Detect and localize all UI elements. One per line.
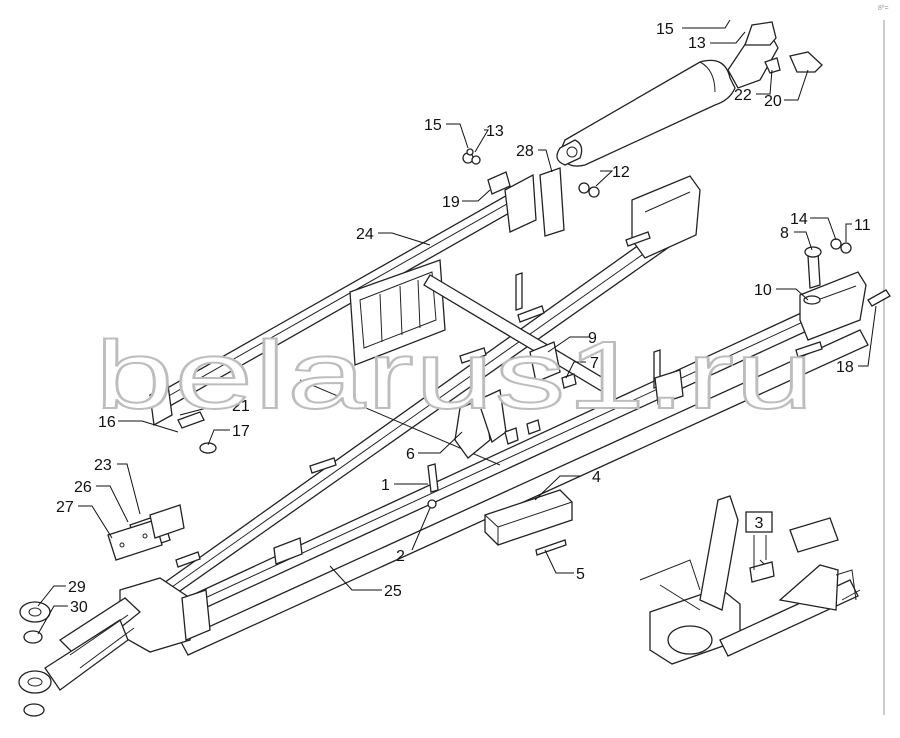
callout-17: 17 (232, 423, 250, 440)
callout-22: 22 (734, 87, 752, 104)
inset-detail: 3 (639, 495, 861, 665)
leader-lines (37, 19, 877, 635)
callout-20: 20 (764, 93, 782, 110)
callout-28: 28 (516, 143, 534, 160)
inset-label: 3 (755, 515, 764, 532)
loose-parts (19, 238, 891, 717)
callout-13-cylinder: 13 (688, 35, 706, 52)
callout-15-cylinder: 15 (656, 21, 674, 38)
callout-18: 18 (836, 359, 854, 376)
main-frame (18, 175, 869, 694)
callout-15-upper-rod: 15 (424, 117, 442, 134)
callout-26: 26 (74, 479, 92, 496)
watermark: belarus1.ru (95, 322, 815, 429)
callout-4: 4 (592, 469, 601, 486)
callout-21: 21 (232, 398, 250, 415)
callout-9: 9 (588, 330, 597, 347)
callout-23: 23 (94, 457, 112, 474)
callout-27: 27 (56, 499, 74, 516)
callout-10: 10 (754, 282, 772, 299)
callout-13-upper-rod: 13 (486, 123, 504, 140)
callout-labels: 1 2 4 5 6 7 8 9 10 11 12 13 13 14 15 15 … (56, 21, 871, 616)
callout-29: 29 (68, 579, 86, 596)
callout-14: 14 (790, 211, 808, 228)
corner-mark: 8º= (878, 5, 889, 12)
callout-30: 30 (70, 599, 88, 616)
hydraulic-cylinder (556, 21, 823, 167)
callout-1: 1 (381, 477, 390, 494)
callout-7: 7 (590, 355, 599, 372)
callout-25: 25 (384, 583, 402, 600)
inset-label-box (745, 511, 773, 533)
callout-19: 19 (442, 194, 460, 211)
callout-6: 6 (406, 446, 415, 463)
callout-8: 8 (780, 225, 789, 242)
upper-rod-assembly (149, 148, 600, 454)
callout-11: 11 (854, 217, 871, 234)
callout-24: 24 (356, 226, 374, 243)
callout-12: 12 (612, 164, 630, 181)
callout-16: 16 (98, 414, 116, 431)
callout-2: 2 (396, 548, 405, 565)
callout-5: 5 (576, 566, 585, 583)
